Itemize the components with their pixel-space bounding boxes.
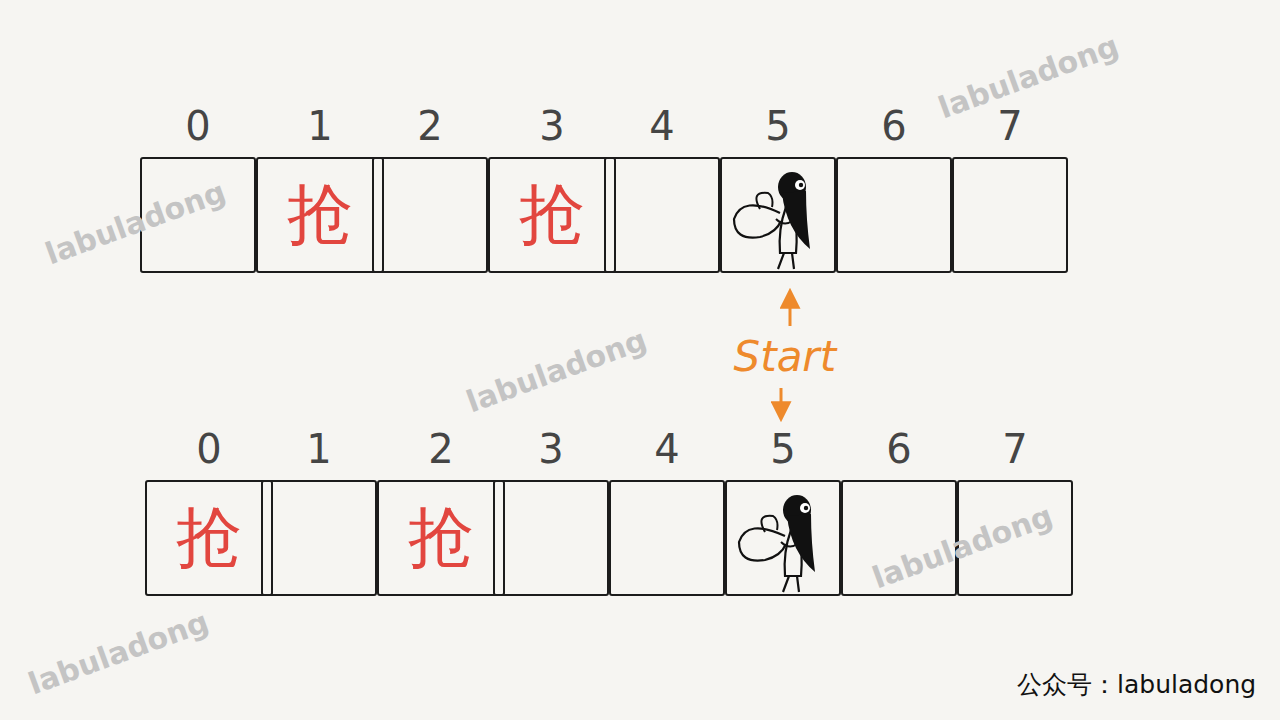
- watermark: labuladong: [23, 603, 212, 700]
- house-index: 5: [727, 426, 839, 472]
- house-index: 6: [843, 426, 955, 472]
- house-box: 3抢: [488, 157, 616, 273]
- house-box: 0抢: [145, 480, 273, 596]
- watermark: labuladong: [461, 321, 650, 418]
- start-arrow: [789, 292, 792, 326]
- watermark: labuladong: [867, 497, 1056, 594]
- start-arrow: [780, 388, 783, 418]
- house-index: 3: [490, 103, 614, 149]
- thief-figure: [734, 172, 810, 269]
- start-label: Start: [734, 332, 837, 381]
- house-index: 4: [611, 426, 723, 472]
- house-index: 3: [495, 426, 607, 472]
- thief-figure: [739, 495, 815, 592]
- house-box: 2: [372, 157, 488, 273]
- house-box: 4: [604, 157, 720, 273]
- house-index: 6: [838, 103, 950, 149]
- house-index: 2: [374, 103, 486, 149]
- house-box: 1: [261, 480, 377, 596]
- account-credit: 公众号：labuladong: [1017, 668, 1256, 701]
- house-box: 1抢: [256, 157, 384, 273]
- house-index: 7: [959, 426, 1071, 472]
- house-index: 5: [722, 103, 834, 149]
- house-box: 3: [493, 480, 609, 596]
- house-box: 6: [836, 157, 952, 273]
- house-index: 0: [147, 426, 271, 472]
- house-index: 2: [379, 426, 503, 472]
- watermark: labuladong: [40, 173, 229, 270]
- house-box: 5: [720, 157, 836, 273]
- house-index: 1: [263, 426, 375, 472]
- watermark: labuladong: [933, 27, 1122, 124]
- house-box: 5: [725, 480, 841, 596]
- rob-mark: 抢: [490, 159, 614, 271]
- rob-mark: 抢: [147, 482, 271, 594]
- rob-mark: 抢: [379, 482, 503, 594]
- house-index: 4: [606, 103, 718, 149]
- house-index: 1: [258, 103, 382, 149]
- house-box: 2抢: [377, 480, 505, 596]
- house-box: 7: [952, 157, 1068, 273]
- rob-mark: 抢: [258, 159, 382, 271]
- house-index: 0: [142, 103, 254, 149]
- house-box: 4: [609, 480, 725, 596]
